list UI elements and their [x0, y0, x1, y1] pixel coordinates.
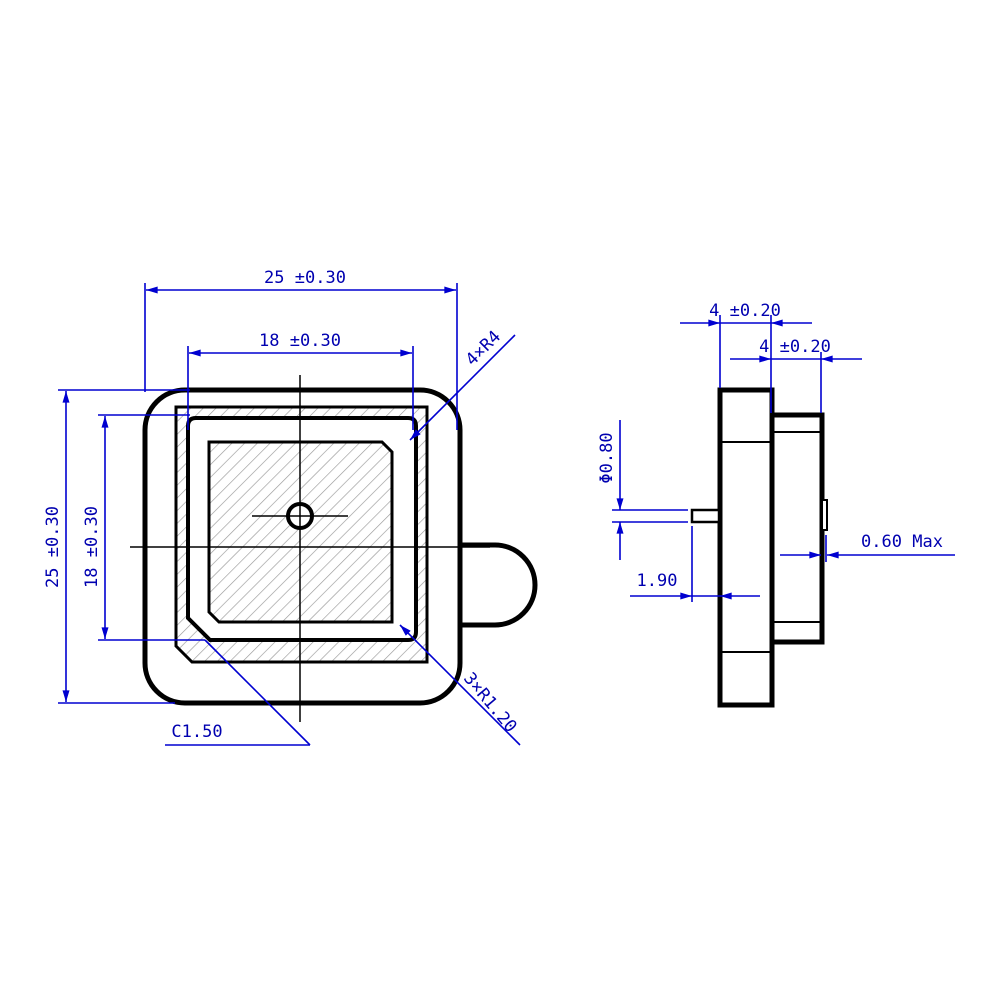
dim-corner-radius: 4×R4 — [462, 327, 505, 370]
bump — [821, 499, 828, 531]
front-view — [130, 375, 538, 722]
base-body — [717, 387, 775, 708]
dim-thickness-patch: 4 ±0.20 — [759, 337, 831, 357]
dim-width-overall: 25 ±0.30 — [264, 268, 346, 288]
feed-pin — [690, 508, 721, 524]
dim-inner-radius: 3×R1.20 — [459, 669, 520, 737]
patch-body — [769, 412, 825, 645]
antenna-tab — [460, 542, 538, 628]
dim-pin-length: 1.90 — [637, 571, 678, 591]
dim-height-overall: 25 ±0.30 — [43, 506, 63, 588]
dim-bump-height: 0.60 Max — [861, 532, 943, 552]
dim-chamfer: C1.50 — [171, 722, 222, 742]
dim-height-patch: 18 ±0.30 — [82, 506, 102, 588]
dim-width-patch: 18 ±0.30 — [259, 331, 341, 351]
side-view — [690, 387, 828, 708]
side-dimensions: 4 ±0.20 4 ±0.20 Φ0.80 1.90 0.60 Max — [597, 301, 955, 602]
dim-pin-diameter: Φ0.80 — [597, 432, 617, 483]
dim-thickness-base: 4 ±0.20 — [709, 301, 781, 321]
